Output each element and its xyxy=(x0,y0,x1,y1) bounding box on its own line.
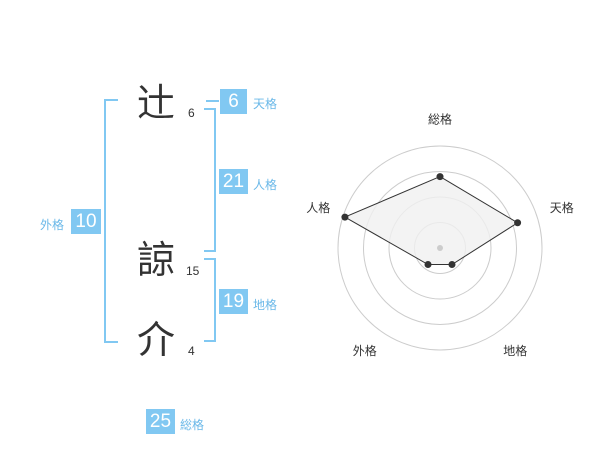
stroke-count-3: 4 xyxy=(188,344,195,358)
tenkaku-bracket xyxy=(206,100,219,102)
stroke-count-2: 15 xyxy=(186,264,200,278)
chikaku-value: 19 xyxy=(219,289,248,314)
radar-axis-label-2: 天格 xyxy=(550,200,574,215)
radar-point-5 xyxy=(341,213,349,221)
soukaku-label: 総格 xyxy=(180,418,205,432)
radar-axis-label-1: 総格 xyxy=(428,112,452,127)
jinkaku-value: 21 xyxy=(219,169,248,194)
radar-axis-label-3: 地格 xyxy=(503,343,527,358)
gaikaku-label: 外格 xyxy=(40,218,65,232)
radar-axis-label-4: 外格 xyxy=(353,343,377,358)
radar-point-3 xyxy=(448,261,456,269)
jinkaku-bracket xyxy=(204,108,216,252)
radar-axis-label-5: 人格 xyxy=(306,200,330,215)
soukaku-value: 25 xyxy=(146,409,175,434)
chikaku-label: 地格 xyxy=(253,298,278,312)
radar-point-2 xyxy=(514,219,522,227)
jinkaku-label: 人格 xyxy=(253,178,278,192)
stroke-count-1: 6 xyxy=(188,106,195,120)
gaikaku-value: 10 xyxy=(71,209,101,234)
gaikaku-bracket xyxy=(104,99,118,343)
chikaku-bracket xyxy=(204,258,216,342)
radar-point-1 xyxy=(436,173,444,181)
name-char-1: 辻 xyxy=(137,81,176,125)
radar-point-4 xyxy=(424,261,432,269)
radar-ring xyxy=(337,145,543,351)
name-char-2: 諒 xyxy=(137,238,176,282)
tenkaku-value: 6 xyxy=(220,89,247,114)
radar-center-dot xyxy=(437,245,443,251)
radar-polygon xyxy=(343,176,519,265)
radar-ring xyxy=(363,171,517,325)
tenkaku-label: 天格 xyxy=(253,97,278,111)
name-char-3: 介 xyxy=(137,318,176,362)
